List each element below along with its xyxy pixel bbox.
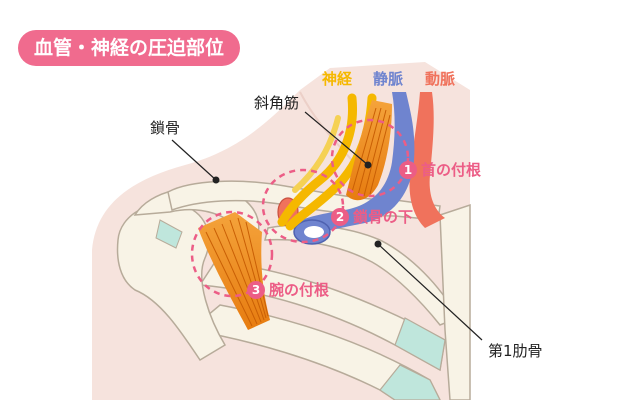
- region-1-circle: [330, 118, 410, 198]
- clavicle-leader-dot: [212, 176, 220, 184]
- scalene-leader-line: [304, 111, 369, 166]
- pectoralis-striations: [205, 217, 269, 327]
- region-3-circle: [190, 210, 274, 298]
- legend-artery: 動脈: [425, 70, 455, 88]
- vein: [292, 92, 415, 240]
- scalene-muscle: [346, 100, 392, 201]
- region-3-badge: [247, 281, 265, 299]
- scalene-leader-dot: [364, 161, 372, 169]
- legend-nerve: 神経: [322, 70, 353, 88]
- region-2-number: 2: [336, 210, 344, 224]
- scalene-striations: [351, 107, 391, 197]
- region-3-label: 腕の付根: [269, 281, 329, 299]
- vein-cross-section-inner: [304, 226, 324, 238]
- label-clavicle: 鎖骨: [150, 119, 180, 137]
- region-1-label: 首の付根: [421, 161, 481, 179]
- shoulder-cartilage: [155, 219, 183, 249]
- region-1-number: 1: [404, 163, 412, 177]
- label-first-rib: 第1肋骨: [488, 342, 543, 360]
- region-3-number: 3: [252, 283, 260, 297]
- nerve-1: [277, 93, 358, 227]
- region-2-circle: [261, 168, 345, 244]
- artery: [409, 92, 445, 228]
- label-scalene: 斜角筋: [254, 94, 299, 112]
- legend-vein: 静脈: [373, 70, 403, 88]
- region-1-badge: [399, 161, 417, 179]
- first-rib-leader-dot: [374, 240, 382, 248]
- region-2-label: 鎖骨の下: [353, 208, 413, 226]
- page-title: 血管・神経の圧迫部位: [18, 30, 241, 66]
- first-rib-leader-line: [377, 243, 483, 341]
- region-2-badge: [331, 208, 349, 226]
- clavicle-leader-line: [171, 139, 217, 181]
- rib-cartilage-3: [379, 364, 441, 401]
- nerve-3: [292, 115, 341, 193]
